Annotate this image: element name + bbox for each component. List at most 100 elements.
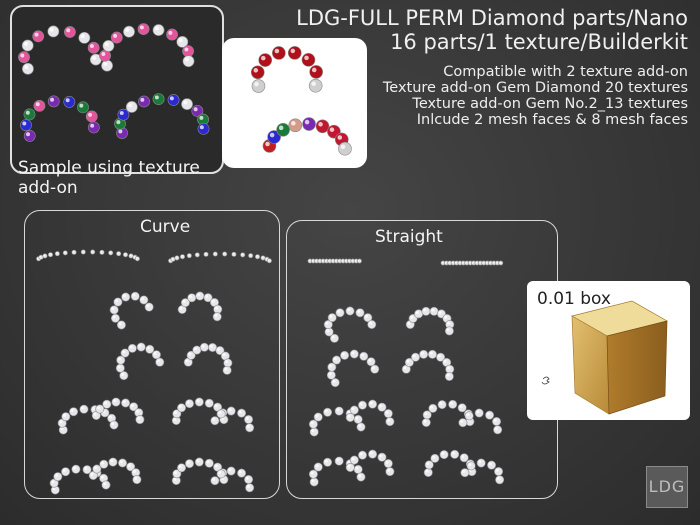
gem-highlight (261, 256, 264, 259)
gem-highlight (51, 480, 55, 484)
gem-highlight (88, 112, 93, 117)
gem-highlight (340, 144, 346, 150)
diamond-gem (226, 406, 236, 416)
gem-highlight (117, 365, 121, 369)
gem-highlight (426, 462, 430, 466)
diamond-gem (179, 254, 185, 260)
gem-highlight (385, 410, 389, 414)
gem-highlight (111, 422, 115, 426)
diamond-gem (356, 422, 366, 432)
gem-highlight (50, 97, 55, 102)
gem-arcs-illustration (18, 23, 210, 142)
gem-highlight (261, 55, 266, 61)
gem-highlight (213, 252, 216, 255)
diamond-gem (335, 308, 345, 318)
gem-highlight (70, 408, 74, 412)
gem-highlight (103, 62, 108, 66)
gem-highlight (63, 251, 66, 253)
gem-highlight (26, 132, 30, 137)
gem-highlight (37, 257, 39, 259)
gem-highlight (135, 257, 138, 259)
ldg-logo: LDG (646, 466, 688, 508)
gem-highlight (157, 359, 160, 363)
gem-highlight (132, 293, 136, 297)
gem-highlight (333, 357, 337, 361)
gem-highlight (206, 400, 210, 404)
gem-highlight (310, 421, 314, 425)
gem-highlight (482, 261, 484, 264)
diamond-gem (144, 302, 154, 312)
gem-highlight (415, 311, 419, 315)
gem-highlight (188, 352, 192, 356)
diamond-gem (102, 399, 112, 409)
diamond-gem (184, 399, 194, 409)
gem-highlight (331, 335, 335, 339)
gem-highlight (238, 470, 242, 474)
gem-highlight (140, 97, 145, 102)
diamond-gem (332, 355, 342, 365)
gem-highlight (455, 261, 457, 264)
diamond-gem (212, 251, 218, 257)
diamond-gem (212, 312, 222, 322)
diamond-gem (42, 253, 48, 259)
gem-highlight (365, 314, 369, 318)
diamond-gem (222, 365, 232, 375)
diamond-gem (340, 350, 350, 360)
gem-highlight (39, 255, 42, 258)
gem-highlight (116, 120, 121, 125)
gem-highlight (329, 127, 335, 132)
diamond-gem (309, 427, 319, 437)
gem-highlight (437, 354, 441, 358)
gem-highlight (311, 81, 316, 87)
gem-highlight (385, 460, 389, 464)
gem-highlight (278, 125, 284, 131)
diamond-gem (127, 343, 137, 353)
gem-highlight (117, 252, 119, 254)
gem-highlight (182, 299, 186, 303)
gem-highlight (429, 351, 433, 355)
gem-highlight (249, 254, 251, 256)
gem-highlight (379, 404, 383, 408)
gem-highlight (168, 30, 173, 35)
gem-highlight (113, 33, 118, 38)
gem-highlight (225, 360, 229, 364)
diamond-gem (377, 402, 387, 412)
gem-highlight (24, 65, 29, 70)
diamond-gem (53, 472, 63, 482)
diamond-gem (459, 453, 469, 463)
gem-highlight (337, 135, 343, 140)
diamond-gem (377, 452, 387, 462)
gem-highlight (49, 27, 54, 32)
gem-highlight (341, 352, 345, 356)
gem-highlight (217, 347, 221, 351)
diamond-gem (240, 252, 246, 258)
diamond-gem (121, 398, 131, 408)
gem-highlight (430, 405, 434, 409)
gem-highlight (72, 250, 75, 253)
diamond-gem (113, 297, 123, 307)
diamond-gem (101, 480, 111, 490)
sample-image-frame (10, 5, 224, 174)
gem-highlight (496, 477, 500, 480)
gem-highlight (224, 367, 228, 371)
diamond-gem (210, 476, 220, 486)
gem-highlight (154, 26, 159, 31)
diamond-gem (121, 292, 131, 302)
gem-highlight (325, 259, 327, 262)
gem-highlight (331, 259, 334, 262)
gem-highlight (318, 122, 323, 127)
gem-highlight (55, 473, 59, 477)
gem-highlight (351, 457, 355, 461)
diamond-gem (245, 483, 255, 493)
gem-highlight (387, 418, 391, 422)
gem-highlight (369, 451, 373, 455)
diamond-gem (313, 462, 323, 472)
gem-highlight (194, 347, 198, 351)
diamond-gem (450, 449, 460, 459)
diamond-gem (313, 412, 323, 422)
gem-highlight (93, 412, 97, 416)
gem-highlight (118, 129, 123, 134)
gem-highlight (22, 121, 27, 126)
gem-highlight (186, 400, 190, 404)
gem-highlight (55, 252, 58, 254)
